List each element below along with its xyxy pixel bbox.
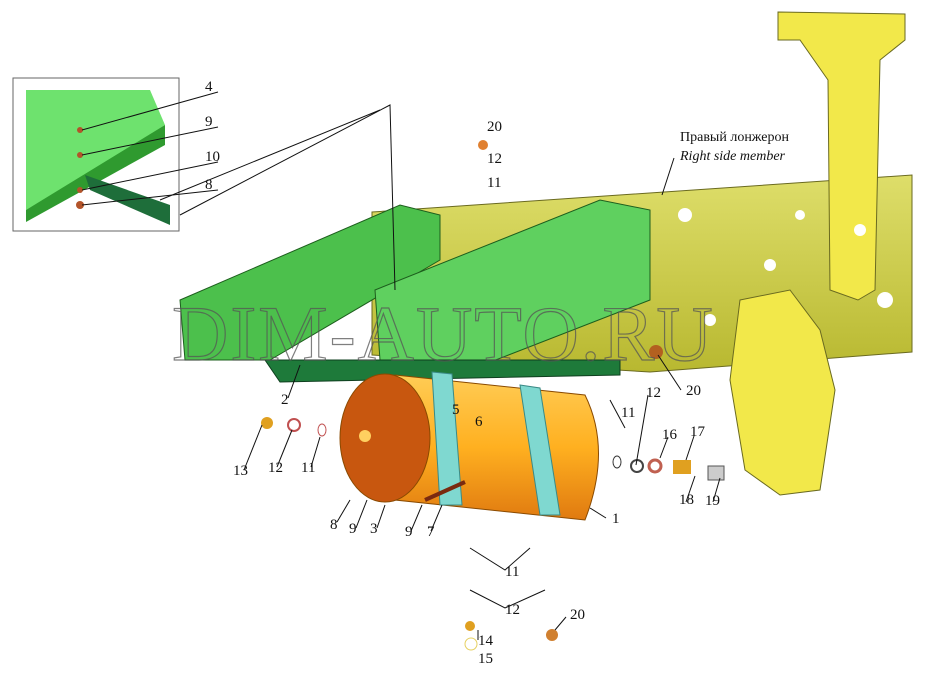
part-label: 5 bbox=[452, 402, 460, 418]
part-label: 17 bbox=[690, 424, 706, 440]
part-label: 20 bbox=[570, 607, 585, 623]
small-parts bbox=[261, 140, 725, 651]
caption-en: Right side member bbox=[679, 149, 786, 164]
part-label: 9 bbox=[205, 114, 213, 130]
part-label: 1 bbox=[612, 511, 620, 527]
watermark: DIM-AUTO.RU bbox=[172, 290, 715, 377]
part-label: 12 bbox=[505, 602, 520, 618]
part-label: 4 bbox=[205, 79, 213, 95]
part-label: 11 bbox=[487, 175, 501, 191]
part-label: 9 bbox=[349, 521, 357, 537]
air-tank bbox=[339, 371, 599, 521]
part-label: 18 bbox=[679, 492, 694, 508]
part-label: 20 bbox=[686, 383, 701, 399]
part-label: 12 bbox=[268, 460, 283, 476]
part-label: 16 bbox=[662, 427, 678, 443]
caption-ru: Правый лонжерон bbox=[680, 130, 790, 145]
part-label: 15 bbox=[478, 651, 493, 667]
part-label: 10 bbox=[205, 149, 220, 165]
part-label: 2 bbox=[281, 392, 289, 408]
part-labels: 4 9 10 8 20 12 11 2 5 6 20 12 11 16 17 1… bbox=[205, 79, 720, 667]
part-label: 11 bbox=[621, 405, 635, 421]
part-label: 19 bbox=[705, 493, 720, 509]
part-label: 6 bbox=[475, 414, 483, 430]
part-label: 12 bbox=[487, 151, 502, 167]
part-label: 12 bbox=[646, 385, 661, 401]
part-label: 11 bbox=[505, 564, 519, 580]
part-label: 8 bbox=[330, 517, 338, 533]
detail-inset bbox=[12, 77, 180, 232]
part-label: 9 bbox=[405, 524, 413, 540]
part-label: 7 bbox=[427, 524, 435, 540]
part-label: 20 bbox=[487, 119, 502, 135]
part-label: 11 bbox=[301, 460, 315, 476]
part-label: 3 bbox=[370, 521, 378, 537]
part-label: 13 bbox=[233, 463, 248, 479]
leader-lines bbox=[81, 91, 721, 640]
tank-brackets bbox=[179, 199, 651, 383]
part-label: 8 bbox=[205, 177, 213, 193]
part-label: 14 bbox=[478, 633, 494, 649]
